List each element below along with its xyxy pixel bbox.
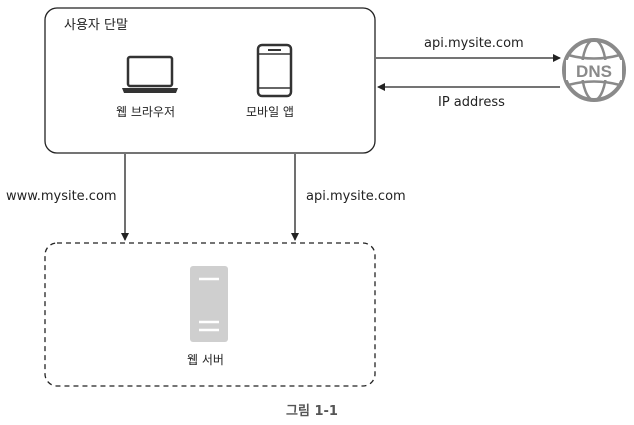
arrow-from-dns-label: IP address: [438, 95, 505, 110]
globe-icon: DNS: [562, 38, 626, 102]
laptop-icon: [122, 55, 178, 93]
figure-caption: 그림 1-1: [286, 404, 338, 419]
client-box-title: 사용자 단말: [64, 18, 128, 33]
arrow-to-dns-label: api.mysite.com: [424, 36, 524, 51]
client-device-box: [44, 7, 376, 154]
mobile-app-label: 모바일 앱: [246, 105, 294, 119]
smartphone-icon: [256, 43, 293, 98]
browser-to-server-label: www.mysite.com: [6, 189, 117, 204]
server-icon: [190, 266, 228, 342]
app-to-server-label: api.mysite.com: [306, 189, 406, 204]
dns-label: DNS: [576, 62, 612, 81]
web-server-label: 웹 서버: [187, 353, 224, 367]
web-browser-label: 웹 브라우저: [116, 105, 176, 119]
